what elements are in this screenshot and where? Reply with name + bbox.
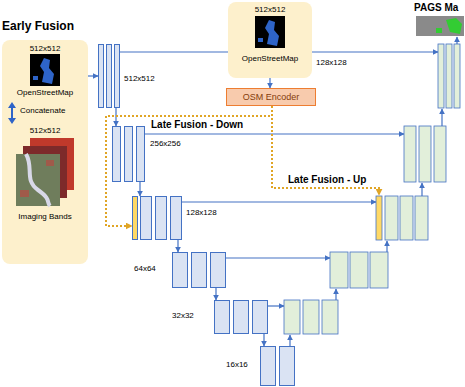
node-label: OSM Encoder: [243, 92, 300, 102]
osm-encoder-box: OSM Encoder: [226, 88, 316, 106]
encoder-layer: 512x512: [98, 44, 170, 108]
osm-thumbnail: [30, 54, 60, 86]
decoder-block: [434, 126, 446, 182]
decoder-block: [303, 300, 319, 334]
panel-heading: Early Fusion: [2, 20, 74, 34]
encoder-block: [106, 44, 112, 108]
concatenate-arrow: [8, 102, 16, 124]
encoder-block: [170, 196, 182, 240]
output-map: PAGS Ma: [412, 2, 464, 36]
imaging-bands-stack: [16, 138, 74, 208]
encoder-block: [210, 252, 226, 288]
flow-arrow: [177, 240, 178, 252]
decoder-block: [438, 44, 444, 108]
encoder-block: [172, 252, 188, 288]
encoder-block: [279, 346, 295, 386]
decoder-block: [350, 252, 368, 288]
encoder-block: [252, 300, 268, 334]
encoder-block: [98, 44, 104, 108]
encoder-layer: 128x128: [132, 196, 228, 240]
upsample-arrow: [289, 335, 290, 346]
node-label: 16x16: [226, 360, 248, 369]
upsample-arrow: [421, 183, 422, 196]
flow-arrow: [215, 288, 216, 300]
node-label: PAGS Ma: [414, 2, 458, 14]
flow-arrow: [269, 78, 270, 88]
skip-connection: [145, 133, 404, 134]
decoder-block: [284, 300, 300, 334]
encoder-layer: 256x256: [112, 126, 192, 182]
node-label: 32x32: [172, 311, 194, 320]
upsample-arrow: [386, 241, 387, 252]
encoder-block: [136, 126, 145, 182]
encoder-block: [233, 300, 249, 334]
decoder-block: [322, 300, 338, 334]
bottleneck-layer: 16x16: [226, 346, 296, 386]
node-label: 128x128: [186, 208, 217, 217]
node-label: OpenStreetMap: [17, 88, 73, 97]
upsample-arrow: [335, 289, 336, 300]
decoder-block: [404, 126, 416, 182]
late-fusion-path: [106, 106, 272, 226]
decoder-block: [385, 196, 398, 240]
node-label: 512x512: [124, 74, 155, 83]
encoder-block: [191, 252, 207, 288]
encoder-block: [112, 126, 121, 182]
decoder-block: [400, 196, 413, 240]
node-label: 512x512: [30, 126, 61, 135]
fusion-block: [376, 196, 382, 240]
encoder-layer: 64x64: [134, 252, 226, 288]
upsample-arrow: [441, 109, 442, 126]
encoder-block: [214, 300, 230, 334]
fusion-label: Late Fusion - Down: [150, 119, 244, 131]
node-label: 512x512: [30, 44, 61, 53]
skip-connection: [268, 305, 284, 306]
skip-connection: [226, 257, 330, 258]
skip-connection: [182, 201, 376, 202]
decoder-block: [454, 44, 460, 108]
node-label: 64x64: [134, 264, 156, 273]
flow-arrow: [139, 182, 140, 196]
encoder-block: [140, 196, 152, 240]
node-label: 512x512: [255, 5, 286, 14]
early-fusion-panel: Early Fusion512x512OpenStreetMapConcaten…: [2, 20, 88, 264]
encoder-block: [124, 126, 133, 182]
fusion-label: Late Fusion - Up: [288, 174, 366, 186]
encoder-block: [114, 44, 120, 108]
node-label: Concatenate: [20, 106, 65, 115]
size-label: 128x128: [316, 58, 347, 67]
encoder-block: [155, 196, 167, 240]
encoder-block: [260, 346, 276, 386]
decoder-block: [419, 126, 431, 182]
encoder-layer: 32x32: [172, 300, 268, 334]
node-label: Imaging Bands: [18, 212, 71, 221]
decoder-block: [446, 44, 452, 108]
fusion-block: [132, 196, 138, 240]
node-label: 256x256: [150, 139, 181, 148]
node-label: OpenStreetMap: [242, 54, 298, 63]
decoder-block: [330, 252, 348, 288]
flow-arrow: [263, 334, 264, 346]
osm-panel: 512x512OpenStreetMap: [228, 2, 312, 78]
late-fusion-up-path: [272, 106, 379, 195]
pags-map-thumbnail: [416, 16, 464, 36]
osm-thumbnail: [255, 16, 285, 48]
flow-arrow: [88, 75, 98, 76]
decoder-block: [415, 196, 428, 240]
decoder-block: [370, 252, 388, 288]
output-arrow: [456, 37, 457, 44]
